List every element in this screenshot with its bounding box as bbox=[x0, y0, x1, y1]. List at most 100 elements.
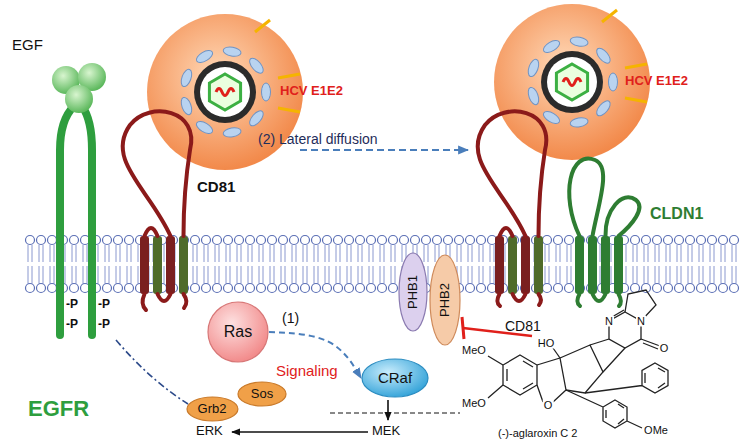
lipid-head bbox=[697, 236, 706, 245]
lipid bbox=[246, 236, 255, 293]
lipid-head bbox=[400, 236, 409, 245]
capsid-protein bbox=[194, 119, 214, 136]
helix bbox=[575, 236, 584, 294]
bond bbox=[560, 345, 603, 393]
egf-ligand bbox=[52, 63, 106, 113]
lipid bbox=[213, 236, 222, 293]
envelope-glycoprotein bbox=[278, 74, 300, 78]
helix bbox=[601, 236, 610, 294]
lipid-tail bbox=[109, 245, 110, 263]
node-shape bbox=[187, 397, 238, 421]
lipid-tail bbox=[666, 266, 667, 284]
lipid-head bbox=[114, 284, 123, 293]
lipid-head bbox=[367, 284, 376, 293]
lipid-tail bbox=[692, 266, 693, 284]
lipid-head bbox=[675, 236, 684, 245]
lipid-head bbox=[213, 284, 222, 293]
lipid-head bbox=[257, 236, 266, 245]
lipid-head bbox=[730, 284, 739, 293]
lipid-head bbox=[235, 236, 244, 245]
lipid-tail bbox=[721, 266, 722, 284]
lipid-tail bbox=[325, 245, 326, 263]
lipid-tail bbox=[380, 245, 381, 263]
lipid-tail bbox=[384, 245, 385, 263]
lipid-head bbox=[26, 284, 35, 293]
lipid bbox=[114, 236, 123, 293]
lipid-tail bbox=[703, 245, 704, 263]
lipid bbox=[477, 236, 486, 293]
lipid-tail bbox=[303, 245, 304, 263]
lipid-tail bbox=[567, 245, 568, 263]
lipid-head bbox=[114, 236, 123, 245]
prohibitin-ellipse: PHB2 bbox=[429, 254, 461, 346]
lipid-head bbox=[345, 236, 354, 245]
protein-name: CD81 bbox=[505, 318, 541, 334]
lipid-head bbox=[356, 284, 365, 293]
lipid-head bbox=[345, 284, 354, 293]
lipid-tail bbox=[424, 245, 425, 263]
capsid-protein bbox=[194, 48, 214, 65]
lipid-head bbox=[631, 236, 640, 245]
pathway-label: Signaling bbox=[276, 362, 338, 379]
lipid-head bbox=[356, 236, 365, 245]
lipid-head bbox=[191, 284, 200, 293]
lipid-tail bbox=[505, 245, 506, 263]
capsid-protein bbox=[179, 68, 194, 88]
lipid bbox=[653, 236, 662, 293]
dashed-divider bbox=[330, 413, 460, 414]
lipid-tail bbox=[120, 245, 121, 263]
cd81-protein bbox=[478, 111, 547, 306]
lipid bbox=[719, 236, 728, 293]
kinase-name: ERK bbox=[196, 424, 223, 439]
lipid-tail bbox=[461, 266, 462, 284]
envelope-glycoprotein bbox=[602, 10, 617, 22]
lipid-tail bbox=[98, 266, 99, 284]
lipid bbox=[268, 236, 277, 293]
lipid-head bbox=[686, 236, 695, 245]
lipid bbox=[323, 236, 332, 293]
lipid-tail bbox=[714, 266, 715, 284]
protein-loop bbox=[500, 228, 513, 236]
lipid bbox=[686, 236, 695, 293]
kinase-name: MEK bbox=[372, 424, 400, 439]
lipid-tail bbox=[637, 266, 638, 284]
lipid bbox=[125, 236, 134, 293]
capsid-protein bbox=[247, 109, 265, 129]
lipid-tail bbox=[732, 245, 733, 263]
bond bbox=[585, 363, 668, 393]
chemical-structure bbox=[488, 290, 668, 428]
capsid-ring bbox=[194, 61, 256, 123]
helix bbox=[614, 236, 623, 294]
lipid-tail bbox=[263, 245, 264, 263]
virus-protein-name: HCV E1E2 bbox=[280, 84, 343, 99]
lipid-head bbox=[246, 284, 255, 293]
lipid-tail bbox=[237, 266, 238, 284]
lipid-head bbox=[125, 236, 134, 245]
lipid-head bbox=[268, 284, 277, 293]
protein-name: CLDN1 bbox=[650, 205, 703, 223]
lipid-head bbox=[290, 284, 299, 293]
virus-protein-name: HCV E1E2 bbox=[625, 74, 688, 89]
lipid-tail bbox=[358, 266, 359, 284]
lipid bbox=[543, 236, 552, 293]
lipid-tail bbox=[732, 266, 733, 284]
envelope-glycoprotein bbox=[278, 108, 300, 112]
lipid-tail bbox=[54, 266, 55, 284]
lipid-tail bbox=[457, 245, 458, 263]
lipid-head bbox=[554, 236, 563, 245]
lipid-tail bbox=[32, 245, 33, 263]
lipid-tail bbox=[274, 245, 275, 263]
lipid-head bbox=[279, 284, 288, 293]
lipid-tail bbox=[285, 245, 286, 263]
lipid-head bbox=[466, 284, 475, 293]
protein-loop bbox=[605, 197, 639, 236]
prohibitin-ellipse: PHB1 bbox=[398, 252, 428, 332]
lipid-tail bbox=[369, 245, 370, 263]
protein-loop bbox=[593, 294, 606, 301]
lipid-head bbox=[257, 284, 266, 293]
lipid-tail bbox=[50, 245, 51, 263]
protein-loop bbox=[569, 159, 603, 236]
lipid-tail bbox=[347, 266, 348, 284]
lipid-tail bbox=[549, 266, 550, 284]
lipid-tail bbox=[428, 266, 429, 284]
